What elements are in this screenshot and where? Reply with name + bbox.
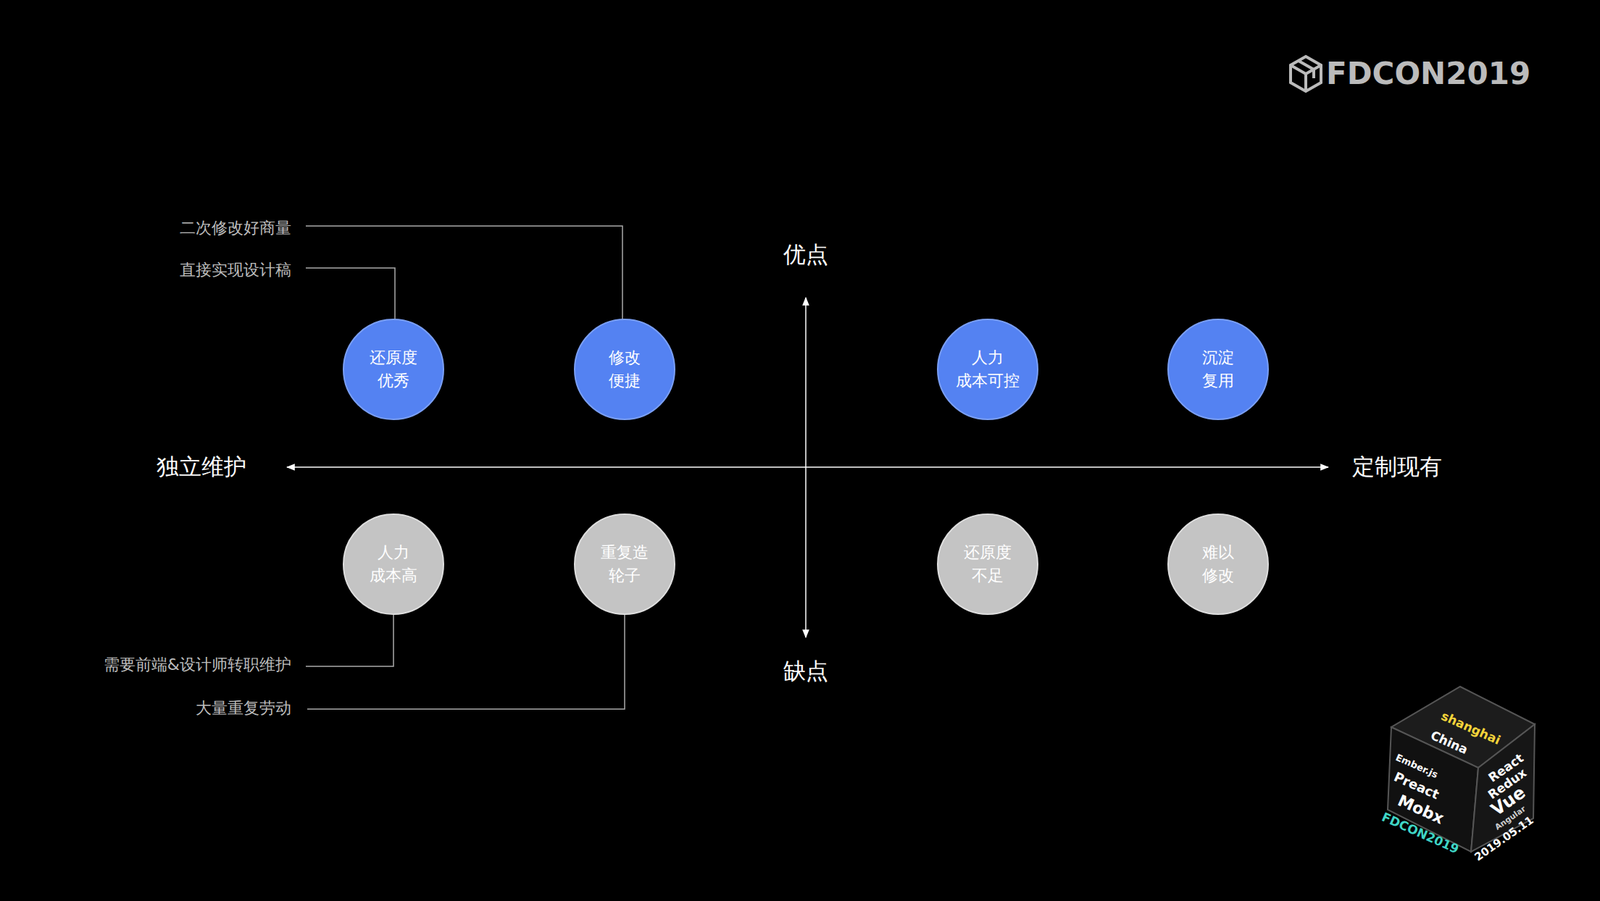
axis-label: 独立维护 — [156, 453, 247, 481]
disadvantage-circle: 重复造 轮子 — [573, 513, 676, 616]
logo-text: FDCON2019 — [1326, 55, 1531, 93]
circle-label: 修改 便捷 — [608, 346, 641, 393]
disadvantage-circle: 还原度 不足 — [936, 513, 1039, 616]
circle-label: 人力 成本高 — [369, 541, 418, 588]
callout-note: 大量重复劳动 — [195, 699, 292, 719]
callout-note: 需要前端&设计师转职维护 — [103, 655, 292, 675]
circle-label: 重复造 轮子 — [600, 541, 649, 588]
axis-label: 缺点 — [783, 657, 829, 685]
circle-label: 还原度 不足 — [963, 541, 1012, 588]
leader-line — [305, 615, 394, 667]
circle-label: 难以 修改 — [1202, 541, 1235, 588]
circle-label: 沉淀 复用 — [1202, 346, 1235, 393]
axis-label: 定制现有 — [1352, 453, 1443, 481]
circle-label: 还原度 优秀 — [369, 346, 418, 393]
logo-icon — [1290, 56, 1322, 92]
disadvantage-circle: 难以 修改 — [1167, 513, 1269, 616]
advantage-circle: 人力 成本可控 — [936, 318, 1039, 421]
axis-label: 优点 — [783, 241, 829, 269]
circle-label: 人力 成本可控 — [955, 346, 1020, 393]
callout-note: 直接实现设计稿 — [179, 260, 292, 280]
leader-line — [307, 615, 625, 710]
leader-line — [305, 268, 395, 320]
disadvantage-circle: 人力 成本高 — [342, 513, 445, 616]
advantage-circle: 修改 便捷 — [573, 318, 676, 421]
horizontal-axis — [286, 466, 1329, 469]
advantage-circle: 还原度 优秀 — [342, 318, 445, 421]
callout-note: 二次修改好商量 — [179, 218, 292, 238]
leader-line — [305, 226, 623, 320]
advantage-circle: 沉淀 复用 — [1167, 318, 1269, 421]
vertical-axis — [805, 297, 807, 638]
